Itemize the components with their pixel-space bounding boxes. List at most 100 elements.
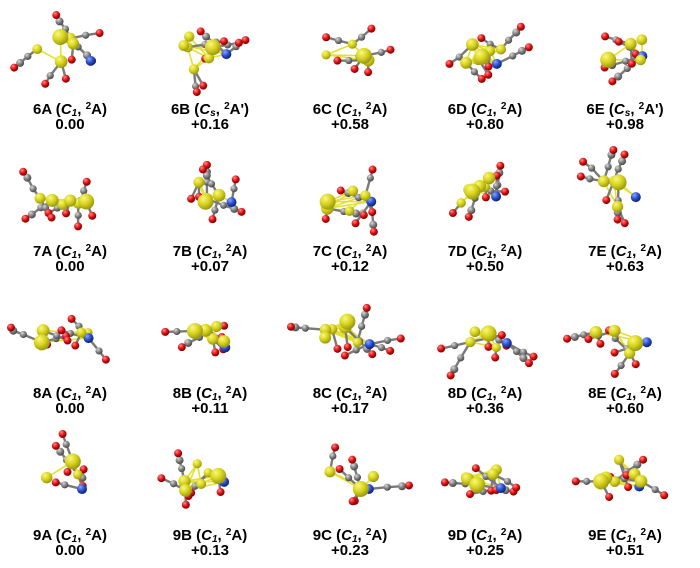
isomer-id: 9B: [172, 527, 192, 544]
relative-energy: +0.60: [606, 400, 644, 417]
carbon-atom: [358, 322, 366, 330]
sulfur-atom: [217, 335, 231, 348]
oxygen-atom: [74, 222, 83, 231]
oxygen-atom: [61, 74, 70, 83]
carbon-atom: [55, 17, 64, 26]
state-term: A': [644, 101, 659, 118]
oxygen-atom: [440, 478, 449, 487]
oxygen-atom: [405, 481, 413, 490]
oxygen-atom: [484, 70, 493, 79]
relative-energy: +0.23: [331, 542, 369, 559]
oxygen-atom: [484, 342, 493, 351]
sulfur-atom: [210, 467, 227, 484]
point-group: C1: [476, 385, 492, 403]
spin-multiplicity: 2: [500, 385, 507, 396]
sulfur-atom: [52, 28, 69, 45]
oxygen-atom: [211, 348, 220, 357]
carbon-atom: [519, 354, 528, 363]
point-group-subscript: 1: [71, 250, 78, 261]
point-group: C1: [616, 243, 632, 261]
carbon-atom: [583, 477, 591, 485]
sulfur-atom: [179, 484, 192, 497]
spin-multiplicity: 2: [500, 527, 507, 538]
oxygen-atom: [596, 339, 605, 348]
point-group-subscript: 1: [626, 534, 633, 545]
isomer-id: 8C: [312, 385, 332, 402]
point-group-symbol: C: [60, 385, 72, 402]
carbon-atom: [450, 365, 459, 374]
carbon-atom: [173, 327, 181, 336]
sulfur-atom: [597, 175, 610, 188]
sulfur-atom: [186, 322, 203, 339]
sulfur-atom: [207, 333, 219, 345]
point-group-subscript: s: [624, 108, 631, 119]
carbon-atom: [614, 165, 622, 173]
point-group-subscript: 1: [211, 250, 218, 261]
isomer-id: 7A: [33, 243, 52, 260]
spin-multiplicity: 2: [638, 101, 645, 112]
carbon-atom: [633, 460, 642, 469]
oxygen-atom: [174, 449, 183, 458]
oxygen-atom: [199, 81, 208, 90]
sulfur-atom: [72, 469, 83, 480]
sulfur-atom: [33, 334, 50, 351]
oxygen-atom: [19, 167, 28, 176]
point-group: C1: [616, 527, 633, 545]
structure-cell-6B: 6B (Cs, 2A')+0.16: [145, 0, 275, 142]
carbon-atom: [169, 480, 178, 488]
sulfur-atom: [203, 52, 215, 64]
oxygen-atom: [496, 161, 505, 170]
nitrogen-atom: [630, 192, 641, 203]
sulfur-atom: [460, 56, 473, 69]
point-group-symbol: C: [476, 527, 487, 544]
sulfur-atom: [211, 320, 223, 332]
bond: [325, 43, 354, 56]
molecule-structure: [576, 146, 641, 228]
molecule-structure: [7, 314, 110, 364]
oxygen-atom: [335, 464, 344, 473]
spin-multiplicity: 2: [640, 243, 646, 254]
point-group-symbol: C: [615, 385, 627, 402]
sulfur-atom: [352, 480, 369, 497]
oxygen-atom: [477, 74, 486, 83]
sulfur-atom: [593, 473, 610, 490]
oxygen-atom: [67, 314, 76, 323]
sulfur-atom: [473, 48, 490, 65]
structure-cell-7D: 7D (C1, 2A)+0.50: [420, 142, 550, 284]
structure-cell-6C: 6C (C1, 2A)+0.58: [285, 0, 415, 142]
sulfur-atom: [352, 337, 363, 348]
point-group: C1: [60, 527, 77, 545]
oxygen-atom: [614, 37, 623, 46]
oxygen-atom: [524, 43, 533, 52]
sulfur-atom: [465, 38, 479, 51]
point-group-subscript: 1: [351, 108, 358, 119]
point-group-symbol: C: [60, 527, 72, 544]
oxygen-atom: [359, 211, 368, 220]
oxygen-atom: [613, 215, 622, 224]
point-group-symbol: C: [476, 101, 487, 118]
oxygen-atom: [88, 211, 97, 220]
isomer-id: 8B: [172, 385, 192, 402]
oxygen-atom: [497, 331, 506, 340]
structure-cell-7E: 7E (C1, 2A)+0.63: [560, 142, 690, 284]
oxygen-atom: [348, 455, 357, 464]
carbon-atom: [377, 344, 386, 352]
oxygen-atom: [321, 214, 330, 223]
nitrogen-atom: [491, 191, 502, 202]
sulfur-atom: [188, 64, 200, 75]
sulfur-atom: [636, 34, 648, 45]
structure-label: 7E (C1, 2A): [588, 243, 662, 261]
oxygen-atom: [161, 327, 170, 336]
oxygen-atom: [639, 455, 648, 464]
relative-energy: 0.00: [55, 542, 85, 559]
oxygen-atom: [622, 471, 631, 480]
molecule-structure: [324, 443, 413, 506]
nitrogen-atom: [85, 55, 96, 66]
point-group-subscript: 1: [71, 392, 78, 403]
structure-cell-9B: 9B (C1, 2A)+0.13: [145, 426, 275, 568]
carbon-atom: [95, 347, 103, 355]
oxygen-atom: [368, 350, 377, 359]
nitrogen-atom: [495, 483, 506, 494]
sulfur-atom: [487, 468, 499, 481]
relative-energy: +0.36: [466, 400, 504, 417]
